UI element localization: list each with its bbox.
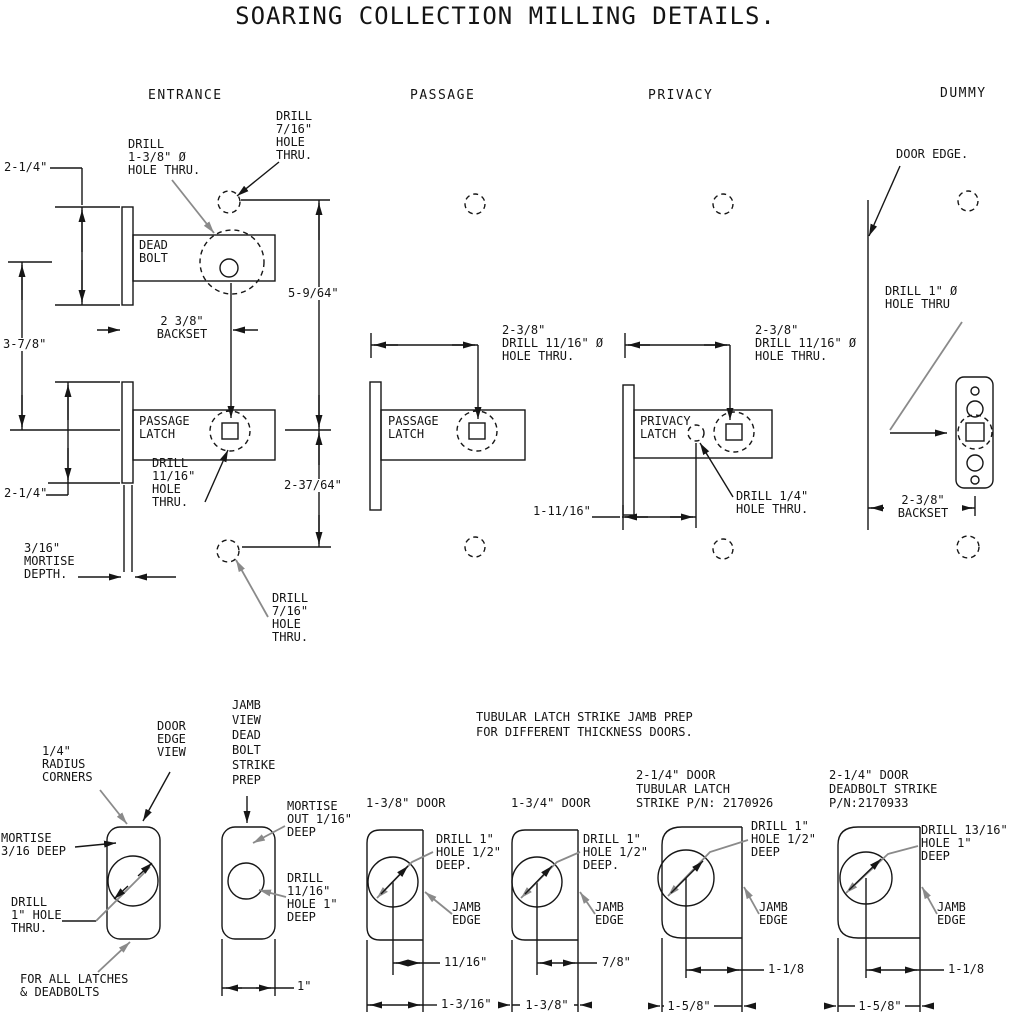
entrance-mortise-depth-note: 3/16" MORTISE DEPTH.	[24, 541, 75, 581]
passage-latch-label: PASSAGE LATCH	[388, 414, 439, 441]
edge-view-drill-note: DRILL 1" HOLE THRU.	[11, 895, 62, 935]
entrance-backset-dim: 2 3/8" BACKSET	[156, 314, 208, 341]
entrance-dim-2-37-64: 2-37/64"	[283, 478, 343, 492]
passage-latch-view	[369, 193, 526, 558]
strike-2-1-4-tubular	[648, 826, 764, 1012]
entrance-dim-3-7-8: 3-7/8"	[2, 337, 48, 351]
edge-view-for-all-note: FOR ALL LATCHES & DEADBOLTS	[20, 972, 129, 999]
strike-door1-dim-width: 1-3/16"	[441, 997, 492, 1011]
jamb-view-drill-note: DRILL 11/16" HOLE 1" DEEP	[287, 871, 338, 924]
entrance-drill-138-note: DRILL 1-3/8" Ø HOLE THRU.	[128, 137, 201, 177]
dummy-door-edge-note: DOOR EDGE.	[896, 147, 969, 161]
strike-door2-title: 1-3/4" DOOR	[511, 796, 591, 810]
strike-2-1-4-deadbolt	[824, 826, 944, 1012]
strike-door4-dim-width: 1-5/8"	[855, 1000, 905, 1013]
strike-door4-dim-offset: 1-1/8	[948, 962, 985, 976]
jamb-view-deadbolt-strike	[221, 796, 294, 996]
column-header-dummy: DUMMY	[940, 86, 987, 101]
strike-door2-dim-offset: 7/8"	[602, 955, 631, 969]
strike-section-heading: TUBULAR LATCH STRIKE JAMB PREP FOR DIFFE…	[476, 710, 693, 739]
strike-1-3-4-door	[498, 829, 597, 1012]
dummy-backset-dim: 2-3/8" BACKSET	[884, 494, 962, 520]
entrance-dim-2-1-4-top: 2-1/4"	[4, 160, 48, 174]
strike-door4-title: 2-1/4" DOOR DEADBOLT STRIKE P/N:2170933	[829, 768, 938, 810]
privacy-latch-view	[592, 193, 773, 560]
entrance-right-dimensions	[242, 200, 331, 548]
strike-door1-dim-offset: 11/16"	[444, 955, 488, 969]
strike-door3-title: 2-1/4" DOOR TUBULAR LATCH STRIKE P/N: 21…	[636, 768, 774, 810]
passage-dim-2-3-8: 2-3/8"	[502, 323, 546, 337]
strike-door4-drill-note: DRILL 13/16" HOLE 1" DEEP	[921, 823, 1008, 863]
privacy-drill-14-note: DRILL 1/4" HOLE THRU.	[736, 489, 809, 516]
entrance-deadbolt-view	[121, 161, 330, 306]
strike-door2-drill-note: DRILL 1" HOLE 1/2" DEEP.	[583, 832, 649, 872]
strike-door1-drill-note: DRILL 1" HOLE 1/2" DEEP.	[436, 832, 502, 872]
entrance-drill-1116-note: DRILL 11/16" HOLE THRU.	[152, 456, 196, 509]
jamb-view-title: JAMB VIEW DEAD BOLT STRIKE PREP	[232, 698, 276, 787]
entrance-backset-dimension	[97, 283, 258, 418]
door-edge-view-detail	[62, 771, 171, 973]
privacy-dim-1-11-16: 1-11/16"	[533, 504, 591, 518]
entrance-latch-view	[78, 381, 276, 618]
strike-door2-jamb-edge: JAMB EDGE	[595, 900, 624, 927]
edge-view-title: DOOR EDGE VIEW	[157, 719, 186, 759]
strike-door1-jamb-edge: JAMB EDGE	[452, 900, 481, 927]
edge-view-radius-note: 1/4" RADIUS CORNERS	[42, 744, 93, 784]
entrance-deadbolt-label: DEAD BOLT	[139, 238, 168, 265]
privacy-latch-label: PRIVACY LATCH	[640, 414, 691, 441]
column-header-entrance: ENTRANCE	[148, 88, 223, 103]
entrance-drill-716-bottom-note: DRILL 7/16" HOLE THRU.	[272, 591, 309, 644]
strike-door3-dim-width: 1-5/8"	[664, 1000, 714, 1013]
strike-door1-title: 1-3/8" DOOR	[366, 796, 446, 810]
passage-drill-1116-note: DRILL 11/16" Ø HOLE THRU.	[502, 336, 604, 363]
entrance-latch-label: PASSAGE LATCH	[139, 414, 190, 441]
page-title: SOARING COLLECTION MILLING DETAILS.	[235, 2, 776, 30]
dummy-drill-1-note: DRILL 1" Ø HOLE THRU	[885, 284, 958, 311]
privacy-dim-2-3-8: 2-3/8"	[755, 323, 799, 337]
strike-1-3-8-door	[366, 829, 453, 1012]
strike-door4-jamb-edge: JAMB EDGE	[937, 900, 966, 927]
jamb-view-dim-1: 1"	[297, 979, 312, 993]
jamb-view-mortise-out-note: MORTISE OUT 1/16" DEEP	[287, 799, 353, 839]
strike-door3-jamb-edge: JAMB EDGE	[759, 900, 788, 927]
column-header-passage: PASSAGE	[410, 88, 476, 103]
entrance-left-dimensions	[8, 167, 120, 496]
column-header-privacy: PRIVACY	[648, 88, 714, 103]
edge-view-mortise-note: MORTISE 3/16 DEEP	[1, 831, 67, 858]
entrance-dim-2-1-4-bottom: 2-1/4"	[4, 486, 48, 500]
strike-door3-dim-offset: 1-1/8	[768, 962, 805, 976]
entrance-drill-716-top-note: DRILL 7/16" HOLE THRU.	[276, 109, 313, 162]
entrance-dim-5-9-64: 5-9/64"	[287, 286, 340, 300]
privacy-drill-1116-note: DRILL 11/16" Ø HOLE THRU.	[755, 336, 857, 363]
strike-door3-drill-note: DRILL 1" HOLE 1/2" DEEP	[751, 819, 817, 859]
strike-door2-dim-width: 1-3/8"	[520, 999, 574, 1012]
